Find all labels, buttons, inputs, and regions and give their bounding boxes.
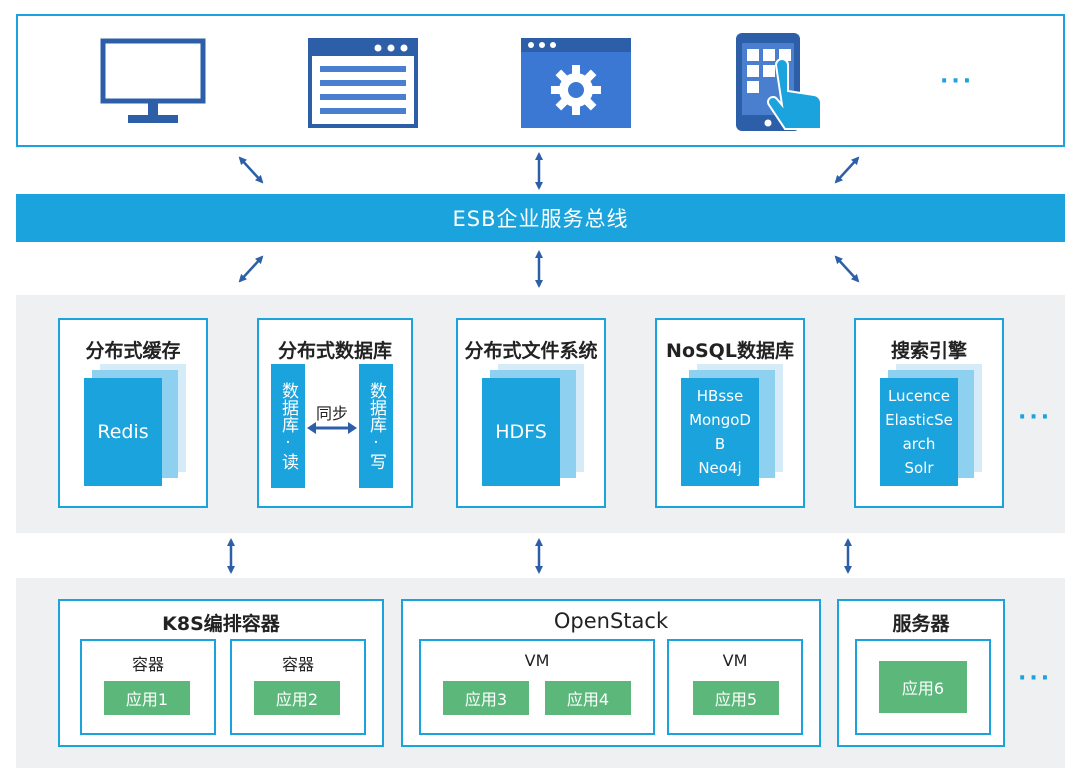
vm-label: VM: [524, 651, 550, 670]
search-list: Lucence ElasticSe arch Solr: [880, 378, 958, 486]
infrastructure-panel: K8S编排容器 容器 应用1 容器 应用2 OpenStack VM 应用3 应…: [16, 578, 1065, 768]
search-engine-card: 搜索引擎 Lucence ElasticSe arch Solr: [854, 318, 1004, 508]
nosql-item: MongoD: [689, 411, 751, 429]
app-block: 应用4: [545, 681, 631, 715]
browser-window-icon: [308, 38, 418, 128]
nosql-item: Neo4j: [698, 459, 742, 477]
database-write: 数据库·写: [359, 364, 393, 488]
card-title: 服务器: [892, 613, 950, 635]
openstack-card: OpenStack VM 应用3 应用4 VM 应用5: [401, 599, 821, 747]
search-item: Lucence: [887, 387, 951, 405]
container-box: 容器 应用2: [230, 639, 366, 735]
nosql-list: HBsse MongoD B Neo4j: [681, 378, 759, 486]
client-panel: ···: [16, 14, 1065, 147]
card-title: 分布式数据库: [277, 340, 392, 362]
card-title: 分布式文件系统: [464, 340, 598, 362]
container-label: 容器: [281, 655, 314, 674]
app-block: 应用3: [443, 681, 529, 715]
more-clients-dots: ···: [940, 69, 975, 94]
card-title: OpenStack: [553, 609, 669, 633]
esb-bus: ESB企业服务总线: [16, 194, 1065, 242]
nosql-card: NoSQL数据库 HBsse MongoD B Neo4j: [655, 318, 805, 508]
settings-window-icon: [521, 38, 631, 128]
app-block: 应用6: [879, 661, 967, 713]
search-item: Solr: [904, 459, 934, 477]
more-storage-dots: ···: [1018, 405, 1053, 430]
arrow-mid-right: [834, 255, 860, 283]
monitor-icon: [100, 38, 206, 123]
vm-label: VM: [722, 651, 748, 670]
sync-label: 同步: [315, 404, 348, 423]
server-card: 服务器 应用6: [837, 599, 1005, 747]
app-block: 应用2: [254, 681, 340, 715]
mobile-touch-icon: [736, 33, 823, 131]
app-block: 应用5: [693, 681, 779, 715]
arrow-mid-left: [238, 255, 264, 283]
card-title: 搜索引擎: [890, 340, 967, 362]
card-title: NoSQL数据库: [666, 340, 794, 362]
container-label: 容器: [131, 655, 164, 674]
sync-arrow-icon: [307, 422, 357, 434]
nosql-item: HBsse: [696, 387, 744, 405]
container-box: 容器 应用1: [80, 639, 216, 735]
search-item: arch: [902, 435, 936, 453]
distributed-database-card: 分布式数据库 数据库·读 数据库·写 同步: [257, 318, 413, 508]
server-box: 应用6: [855, 639, 991, 735]
k8s-card: K8S编排容器 容器 应用1 容器 应用2: [58, 599, 384, 747]
storage-panel: 分布式缓存 Redis 分布式数据库 数据库·读 数据库·写 同步 分布式文件系…: [16, 295, 1065, 533]
nosql-item: B: [714, 435, 726, 453]
vm-box: VM 应用5: [667, 639, 803, 735]
redis-block: Redis: [84, 378, 162, 486]
card-title: K8S编排容器: [162, 613, 280, 635]
database-read: 数据库·读: [271, 364, 305, 488]
app-block: 应用1: [104, 681, 190, 715]
arrow-top-right: [834, 156, 860, 184]
search-item: ElasticSe: [885, 411, 953, 429]
arrow-top-left: [238, 156, 264, 184]
vm-box: VM 应用3 应用4: [419, 639, 655, 735]
distributed-cache-card: 分布式缓存 Redis: [58, 318, 208, 508]
hdfs-block: HDFS: [482, 378, 560, 486]
distributed-fs-card: 分布式文件系统 HDFS: [456, 318, 606, 508]
more-infra-dots: ···: [1018, 666, 1053, 691]
card-title: 分布式缓存: [85, 340, 181, 362]
